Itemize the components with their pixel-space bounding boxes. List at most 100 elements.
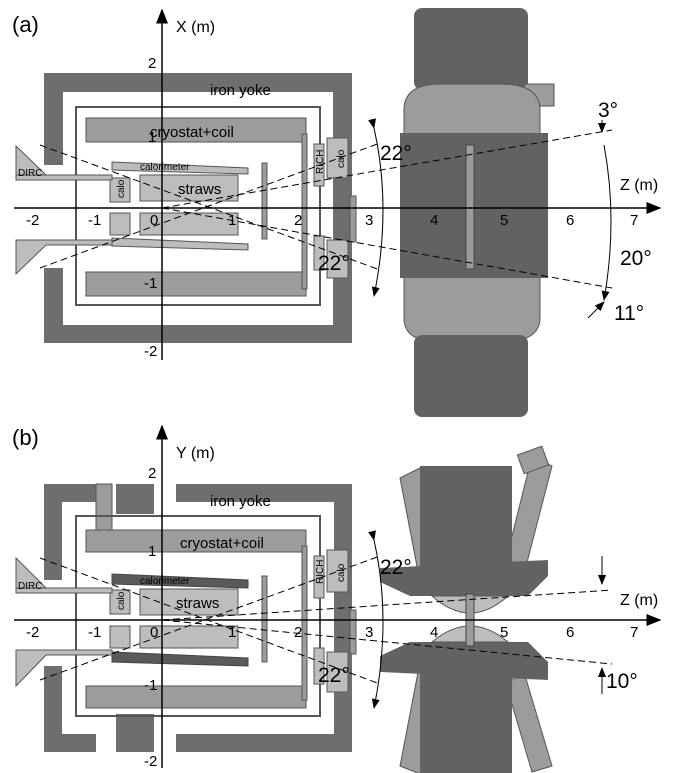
gem-disk-b — [261, 575, 268, 663]
calo-backward-label: calo — [116, 179, 127, 198]
x-ticks-a: 2 1 -1 -2 — [144, 55, 157, 360]
cryostat-top-b — [85, 529, 307, 553]
dirc-bottom-b — [15, 649, 113, 688]
calo-backward-bottom-b — [109, 625, 131, 649]
dipole-yoke-b-top — [420, 466, 512, 576]
z-ticks-b: -2 -1 0 1 2 3 4 5 6 7 — [26, 624, 638, 641]
z-axis-label-a: Z (m) — [620, 177, 658, 194]
dipole-top-yoke — [414, 8, 528, 90]
tick-zb-1: 1 — [228, 624, 236, 641]
tick-z-0: 0 — [150, 212, 158, 229]
angle-20-a: 20° — [620, 247, 652, 270]
dipole-coil-b-right-top — [505, 455, 553, 575]
angle-10-b: 10° — [606, 670, 638, 693]
dirc-top — [15, 144, 113, 181]
tick-zb-m2: -2 — [26, 624, 39, 641]
panel-a: (a) iron yoke cryostat+coil calorimeter … — [12, 8, 662, 417]
rich-label: RICH — [315, 150, 326, 174]
tick-x-m1: -1 — [144, 275, 157, 292]
y-ticks-b: 2 1 -1 -2 — [144, 465, 157, 770]
cryostat-label-b: cryostat+coil — [180, 535, 264, 552]
dipole-yoke-b-bottom — [420, 664, 512, 773]
tick-z-m2: -2 — [26, 212, 39, 229]
arc-20-a — [601, 144, 612, 301]
calorimeter-label-b: calorimeter — [140, 576, 190, 587]
dipole-bracket-b — [516, 445, 550, 475]
dipole-coil-b-right-bottom — [505, 671, 553, 773]
tick-y-m2: -2 — [144, 753, 157, 770]
cryostat-top — [85, 117, 307, 143]
calorimeter-top — [111, 161, 249, 175]
rich-label-b: RICH — [315, 560, 326, 584]
dirc-bottom — [15, 239, 113, 276]
calo-backward-top — [109, 177, 131, 203]
z-axis-label-b: Z (m) — [620, 592, 658, 609]
cryostat-bottom — [85, 271, 307, 297]
tick-z-7: 7 — [630, 212, 638, 229]
angle-22-top-a: 22° — [380, 142, 412, 165]
tick-zb-6: 6 — [566, 624, 574, 641]
dipole-detector — [465, 144, 475, 270]
calo-backward-bottom — [109, 212, 131, 236]
tick-y-2: 2 — [148, 465, 156, 482]
gem-disk — [261, 162, 268, 240]
iron-yoke-b-left-bottom — [44, 666, 96, 752]
calorimeter-top-b — [111, 573, 249, 589]
dirc-top-b — [15, 556, 113, 594]
angle-22-bottom-a: 22° — [318, 252, 350, 275]
acceptance-lines-b — [39, 555, 613, 685]
dirc-label: DIRC — [18, 168, 42, 179]
straws-label: straws — [178, 181, 221, 198]
panel-b: (b) iron yoke cryostat+coil calorimeter … — [12, 424, 662, 773]
tick-zb-5: 5 — [500, 624, 508, 641]
angle-11-a: 11° — [614, 302, 644, 325]
angle-3-a: 3° — [598, 99, 618, 122]
tick-z-2: 2 — [294, 212, 302, 229]
y-axis-label-b: Y (m) — [176, 445, 215, 462]
tick-zb-4: 4 — [430, 624, 438, 641]
angle-22-bottom-b: 22° — [318, 664, 350, 687]
calo-forward-label-b: calo — [336, 563, 347, 582]
cryostat-label: cryostat+coil — [150, 124, 234, 141]
tick-y-1: 1 — [148, 543, 156, 560]
angle-22-top-b: 22° — [380, 556, 412, 579]
inner-frame — [75, 106, 321, 306]
tick-x-2: 2 — [148, 55, 156, 72]
iron-yoke-b-bottom-mid — [116, 714, 154, 752]
arc-22-a — [368, 118, 384, 297]
tick-z-3: 3 — [365, 212, 373, 229]
arc-11-a — [587, 301, 605, 319]
panel-b-label: (b) — [12, 425, 39, 450]
inner-frame-b — [75, 515, 321, 717]
calo-backward-top-b — [109, 589, 131, 615]
dipole-pole-b-top — [380, 560, 548, 596]
endcap-plate — [301, 133, 308, 290]
tick-z-m1: -1 — [88, 212, 101, 229]
straws-top-b — [139, 588, 239, 616]
calo-forward-label: calo — [336, 149, 347, 168]
tick-z-5: 5 — [500, 212, 508, 229]
tick-zb-2: 2 — [294, 624, 302, 641]
tick-zb-0: 0 — [150, 624, 158, 641]
tick-x-m2: -2 — [144, 343, 157, 360]
iron-yoke-b-top-mid — [116, 484, 154, 514]
tick-z-4: 4 — [430, 212, 438, 229]
straws-label-b: straws — [176, 595, 219, 612]
calorimeter-bottom-b — [111, 651, 249, 667]
rich-bottom-b — [313, 647, 349, 693]
tick-z-1: 1 — [228, 212, 236, 229]
tick-zb-m1: -1 — [88, 624, 101, 641]
tick-x-1: 1 — [148, 129, 156, 146]
tick-zb-3: 3 — [365, 624, 373, 641]
iron-yoke-label: iron yoke — [210, 82, 271, 99]
cryostat-bottom-b — [85, 685, 307, 709]
rich-top — [313, 137, 349, 187]
tick-zb-7: 7 — [630, 624, 638, 641]
dipole-bottom-yoke — [414, 335, 528, 417]
z-ticks-a: -2 -1 0 1 2 3 4 5 6 7 — [26, 212, 638, 229]
iron-yoke-label-b: iron yoke — [210, 493, 271, 510]
dirc-label-b: DIRC — [18, 581, 42, 592]
endcap-plate-b — [301, 545, 308, 701]
calorimeter-label: calorimeter — [140, 162, 190, 173]
